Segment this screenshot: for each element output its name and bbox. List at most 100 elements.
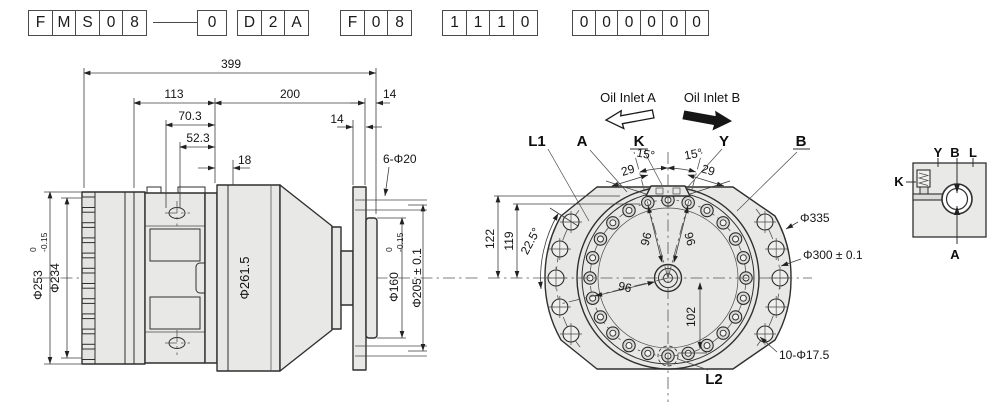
code-cell: 0 <box>98 10 124 36</box>
side-dimension-lines <box>47 70 426 364</box>
dim-dia261-5: Φ261.5 <box>237 257 252 300</box>
code-cell: A <box>284 10 309 36</box>
cover-bolt-center <box>739 254 747 262</box>
dim-dia234: Φ234 <box>48 263 62 293</box>
cover-bolt-center <box>732 313 739 321</box>
dim-70-3: 70.3 <box>178 109 202 123</box>
dim-dia160: Φ160 <box>387 272 401 302</box>
model-code-group-5: 0 0 0 0 0 0 <box>572 10 709 36</box>
cover-bolt-center <box>597 313 604 321</box>
dim-14-right: 14 <box>383 87 397 101</box>
dim-dia253: Φ253 <box>31 270 45 300</box>
code-cell: 0 <box>197 10 227 36</box>
cover-bolt-center <box>732 235 739 243</box>
cover-bolt-center <box>739 294 747 302</box>
dim-dia253-tol-lo: -0.15 <box>39 232 49 252</box>
cover-bolt-center <box>625 342 633 349</box>
pilot-spigot <box>365 217 378 339</box>
schematic-y-label: Y <box>934 145 943 160</box>
spline-tooth <box>81 348 96 360</box>
model-code-group-1-suffix: 0 <box>197 10 227 36</box>
dim-22-5deg: 22.5° <box>518 225 544 257</box>
code-cell: 1 <box>489 10 514 36</box>
spline-tooth <box>81 318 96 330</box>
cover-bolt-center <box>609 219 617 227</box>
spline-tooth <box>81 211 96 224</box>
oil-inlet-a-label: Oil Inlet A <box>600 90 656 105</box>
port-b-label: B <box>796 133 807 150</box>
dim-dia253-tol-hi: 0 <box>28 247 38 252</box>
oil-inlet-b-label: Oil Inlet B <box>684 90 740 105</box>
neck <box>340 250 354 306</box>
cover-bolt-center <box>719 219 727 227</box>
model-code-group-1: F M S 0 8 <box>28 10 147 36</box>
cover-bolt-center <box>609 329 617 337</box>
side-body <box>81 184 427 372</box>
dim-14-flange: 14 <box>330 112 344 126</box>
side-extension-lines <box>44 68 427 365</box>
dim-dia300: Φ300 ± 0.1 <box>803 248 863 262</box>
cover-bolt-center <box>719 329 727 337</box>
dim-96-lower: 96 <box>617 279 633 296</box>
spline-tooth <box>81 242 96 254</box>
dim-10xd17-5: 10-Φ17.5 <box>779 348 830 362</box>
dim-6xd20: 6-Φ20 <box>383 152 417 166</box>
bottom-port-dashed <box>657 345 679 367</box>
port-l2-label: L2 <box>705 371 723 388</box>
cover-bolt-center <box>625 207 633 214</box>
dim-dia205: Φ205 ± 0.1 <box>410 248 424 308</box>
code-connector-line <box>153 22 197 23</box>
schematic-k-label: K <box>894 174 904 189</box>
model-code-group-3: F 0 8 <box>340 10 412 36</box>
spline-tooth <box>81 257 96 269</box>
dim-18: 18 <box>238 153 252 167</box>
side-view: 399 113 200 14 70.3 52.3 18 14 6-Φ20 Φ25… <box>28 57 480 372</box>
oil-inlet-b-arrow <box>682 110 733 131</box>
model-code-group-2: D 2 A <box>237 10 309 36</box>
dim-dia160-tol-lo: -0.15 <box>395 232 405 252</box>
dim-29-right: 29 <box>700 162 717 179</box>
spline-tooth <box>81 272 96 284</box>
code-cell: F <box>340 10 365 36</box>
dim-15deg-right: 15° <box>683 146 704 163</box>
spline-tooth <box>81 287 96 300</box>
dim-200: 200 <box>280 87 300 101</box>
code-cell: 0 <box>684 10 709 36</box>
port-a-label: A <box>577 133 588 150</box>
oil-inlet-a-arrow <box>604 109 655 130</box>
dim-96-right: 96 <box>681 231 698 248</box>
schematic-a-label: A <box>950 247 960 262</box>
code-cell: 0 <box>572 10 596 36</box>
code-cell: F <box>28 10 53 36</box>
model-code-group-4: 1 1 1 0 <box>442 10 538 36</box>
dim-399: 399 <box>221 57 241 71</box>
port-schematic: Y B L K A <box>894 145 987 262</box>
cover-bolt-center <box>644 349 652 357</box>
ring-spacer <box>204 192 218 364</box>
dim-113: 113 <box>164 87 183 101</box>
code-cell: 0 <box>512 10 538 36</box>
dim-119: 119 <box>502 231 516 250</box>
code-cell: S <box>75 10 100 36</box>
dim-102: 102 <box>684 307 698 327</box>
dim-dia160-tol-hi: 0 <box>384 247 394 252</box>
code-cell: 0 <box>617 10 641 36</box>
code-cell: 0 <box>594 10 619 36</box>
k-valve-body <box>919 186 929 195</box>
spline-tooth <box>81 226 96 239</box>
port-leaders <box>547 148 798 371</box>
cover-bolt-center <box>703 207 711 214</box>
cover-bolt-center <box>703 342 711 349</box>
cone-step <box>331 226 342 330</box>
dim-52-3: 52.3 <box>186 131 210 145</box>
spline-tooth <box>81 196 96 208</box>
port-y-label: Y <box>719 133 729 150</box>
code-cell: 0 <box>639 10 664 36</box>
cone-housing <box>279 184 333 372</box>
spline-tooth <box>81 302 96 315</box>
code-cell: M <box>51 10 77 36</box>
mounting-flange <box>352 186 367 371</box>
dim-dia335: Φ335 <box>800 211 830 225</box>
